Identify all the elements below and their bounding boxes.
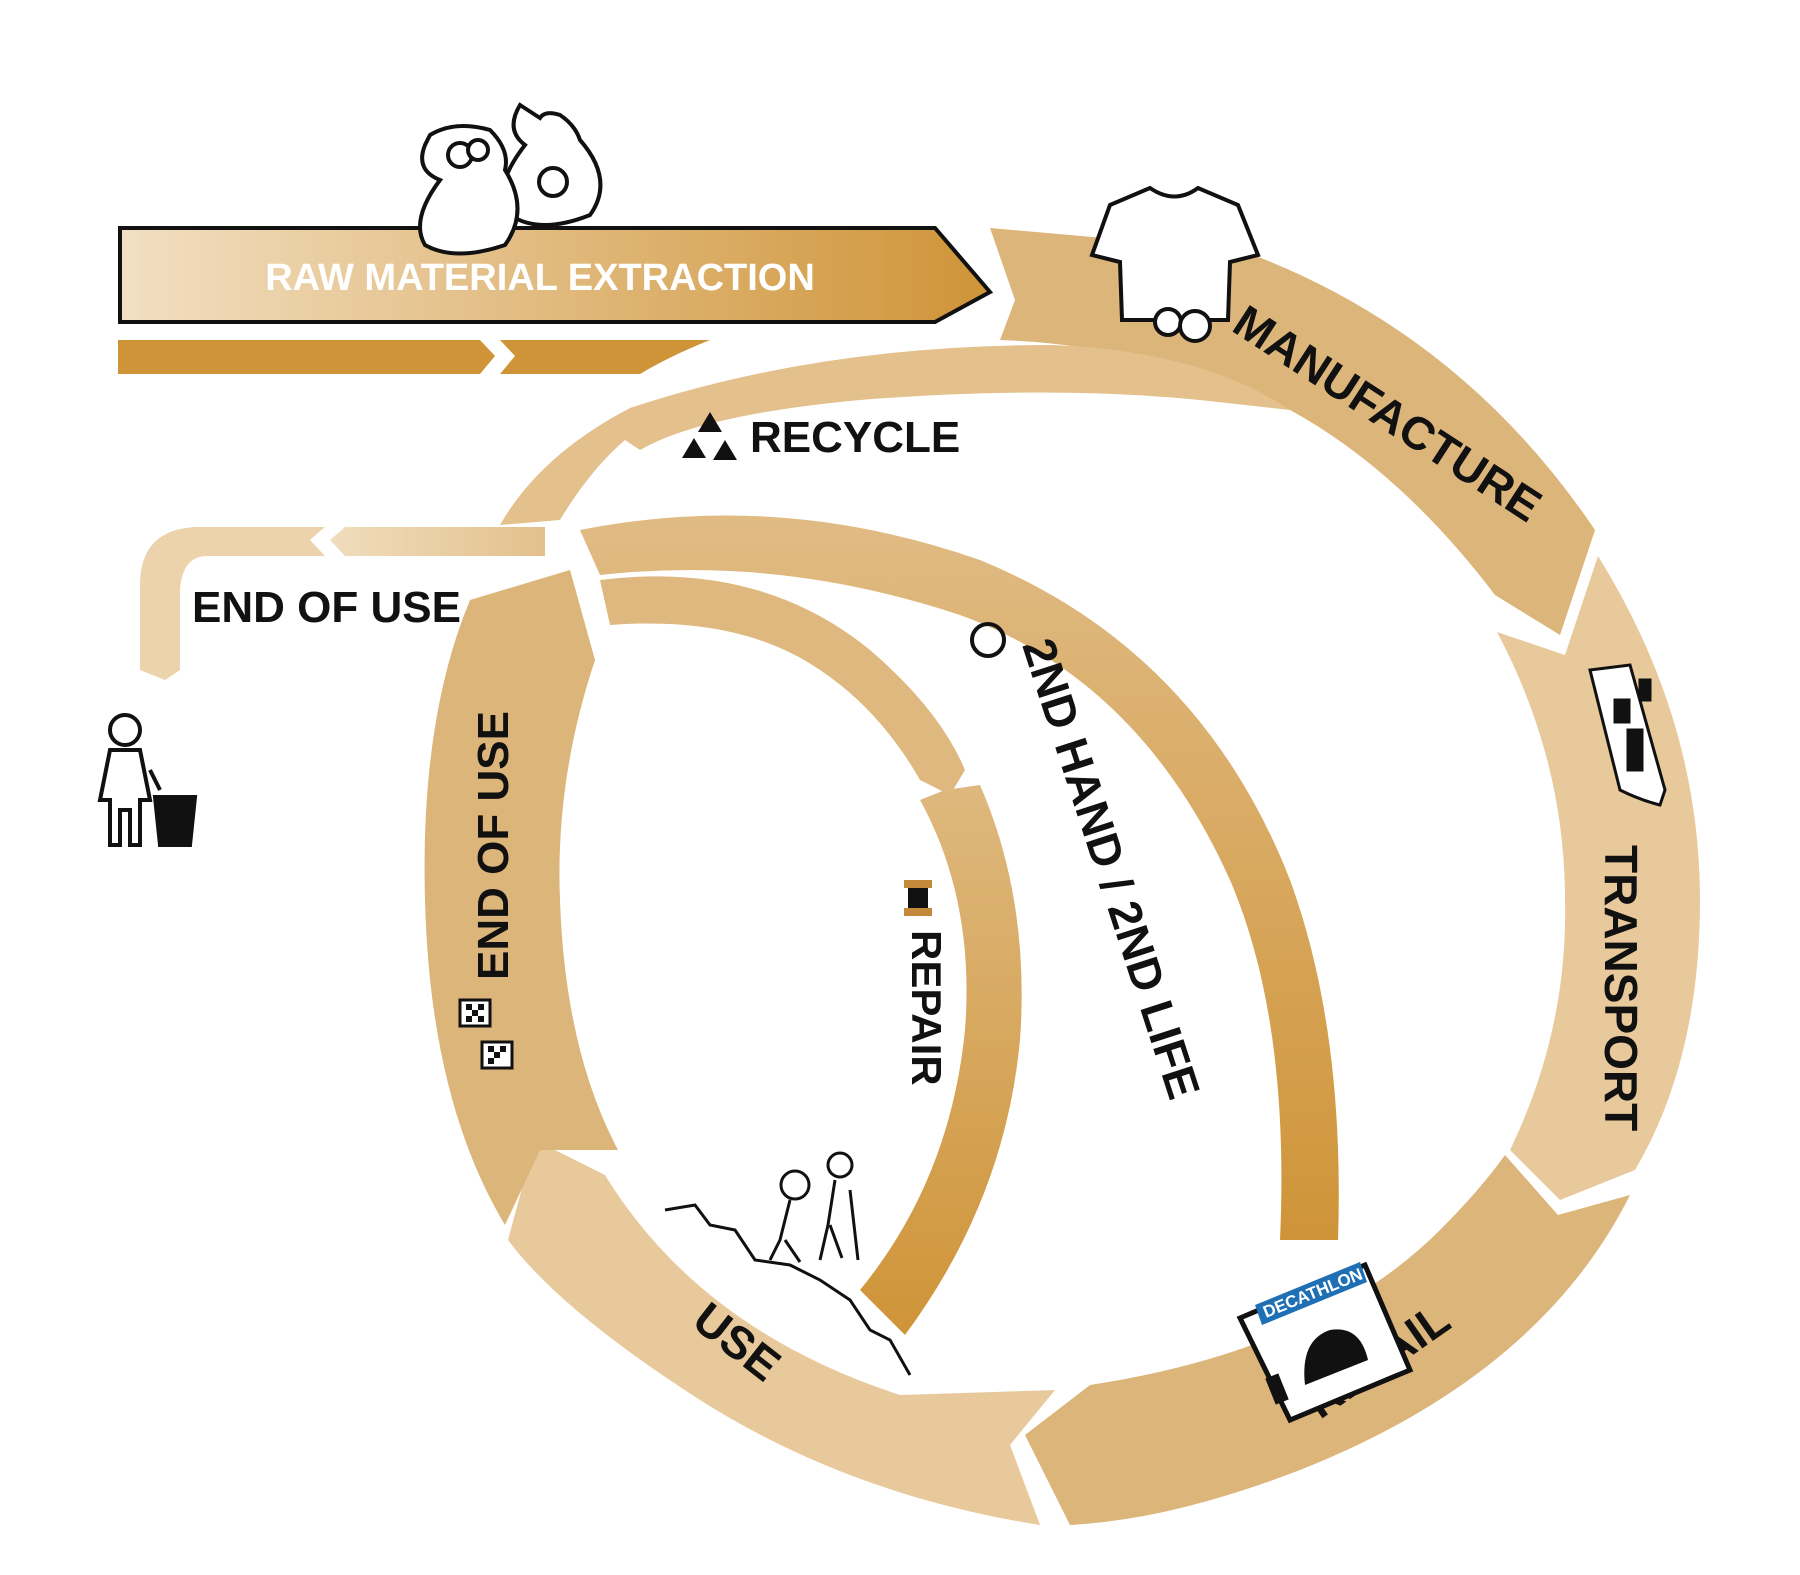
cargo-ship-icon: [1588, 663, 1667, 807]
repair-arc: [860, 785, 1022, 1335]
sacks-of-yarn-icon: [418, 102, 603, 256]
repair-arc-top: [600, 576, 965, 795]
recycle-label: RECYCLE: [750, 413, 960, 462]
transport-label: TRANSPORT: [1595, 845, 1647, 1131]
end-of-use-branch: [330, 527, 545, 556]
thread-spool-icon: [904, 880, 932, 916]
hikers-on-mountain-icon: [664, 1151, 912, 1376]
raw-material-arrow: [118, 226, 994, 324]
circular-arrows-icon: [970, 622, 1006, 658]
raw-material-feed-bar-2: [500, 340, 710, 374]
use-segment: [508, 1140, 1055, 1525]
transport-segment: [1497, 556, 1700, 1200]
end-of-use-branch-2: [140, 527, 325, 680]
end-of-use-ring-segment: [424, 570, 618, 1225]
end-of-use-branch-label: END OF USE: [192, 583, 461, 632]
tshirt-and-yarn-icon: [1089, 185, 1261, 343]
raw-material-label: RAW MATERIAL EXTRACTION: [265, 257, 815, 299]
recycle-icon: [682, 412, 737, 460]
repair-label: REPAIR: [903, 930, 950, 1086]
second-hand-arc: [580, 515, 1339, 1240]
recycle-loop: [500, 345, 1290, 525]
checkered-flags-icon: [458, 998, 514, 1070]
raw-material-feed-bar: [118, 340, 495, 374]
end-of-use-ring-label: END OF USE: [469, 711, 518, 980]
person-with-trash-bin-icon: [97, 713, 198, 847]
manufacture-segment: [990, 228, 1595, 635]
